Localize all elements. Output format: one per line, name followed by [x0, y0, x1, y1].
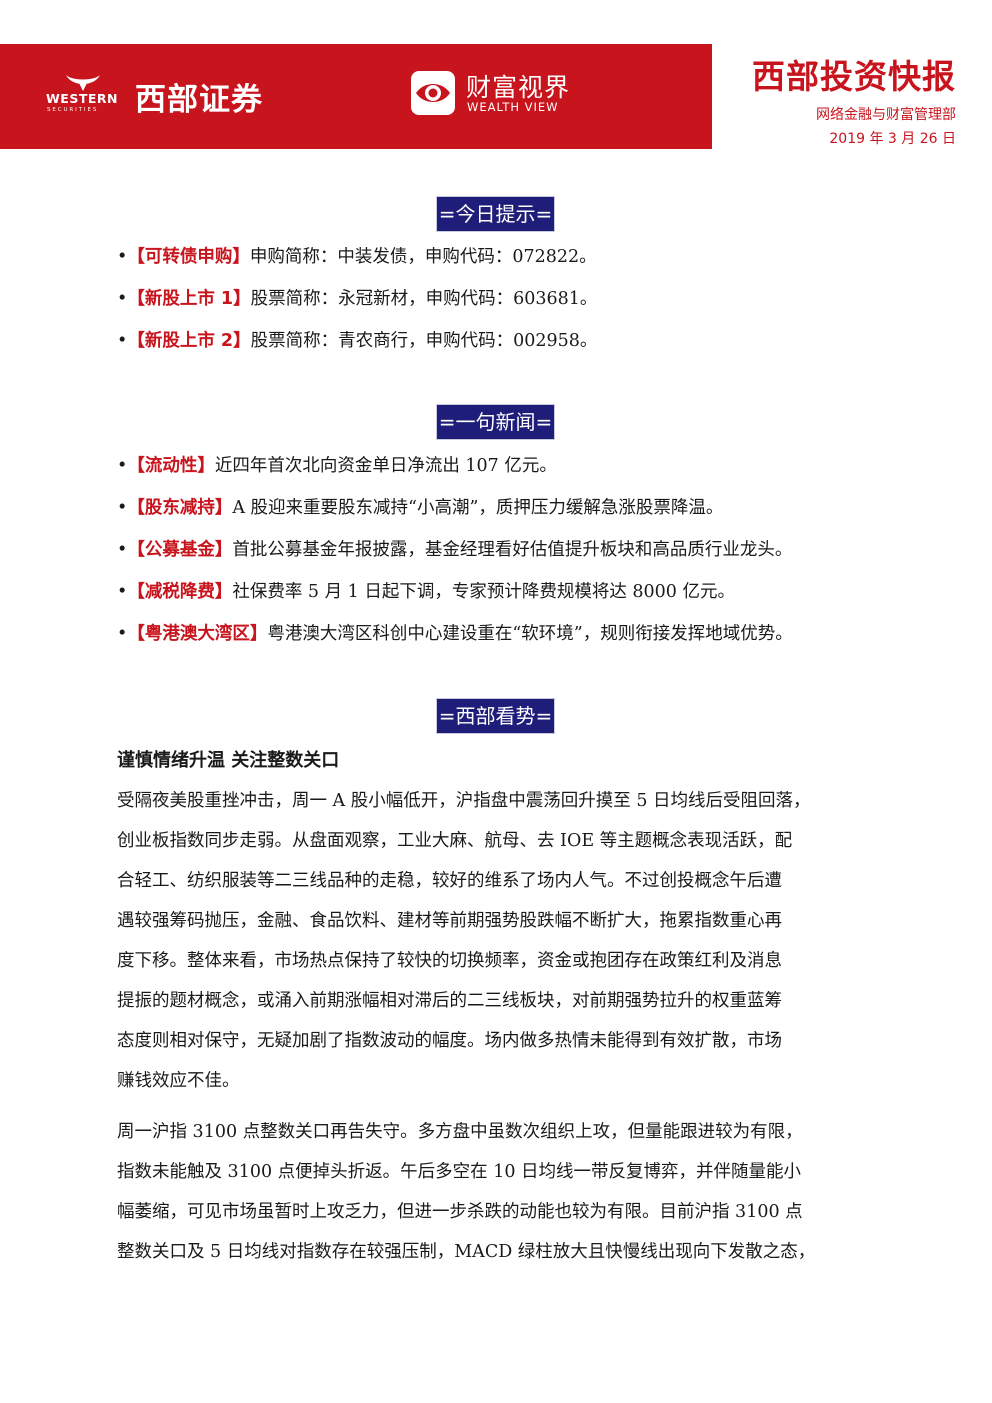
bullet: •	[117, 624, 128, 644]
bullet: •	[117, 582, 128, 602]
news-item: •【流动性】近四年首次北向资金单日净流出 107 亿元。	[117, 454, 557, 478]
today-item: •【可转债申购】申购简称：中装发债，申购代码：072822。	[117, 245, 597, 269]
bullet: •	[117, 247, 128, 267]
news-item: •【股东减持】A 股迎来重要股东减持“小高潮”，质押压力缓解急涨股票降温。	[117, 496, 723, 520]
item-tag: 【新股上市 2】	[127, 331, 251, 351]
wealth-view-subtitle: WEALTH VIEW	[467, 100, 559, 114]
bullet: •	[117, 498, 128, 518]
paragraph-line: 赚钱效应不佳。	[117, 1071, 240, 1091]
item-text: 社保费率 5 月 1 日起下调，专家预计降费规模将达 8000 亿元。	[232, 582, 736, 602]
item-text: A 股迎来重要股东减持“小高潮”，质押压力缓解急涨股票降温。	[232, 498, 724, 518]
header-banner: WESTERN SECURITIES 西部证券 财富视界 WEALTH VIEW	[0, 44, 712, 149]
news-item: •【公募基金】首批公募基金年报披露，基金经理看好估值提升板块和高品质行业龙头。	[117, 538, 792, 562]
item-tag: 【可转债申购】	[127, 247, 250, 267]
item-text: 粤港澳大湾区科创中心建设重在“软环境”，规则衔接发挥地域优势。	[267, 624, 793, 644]
outlook-headline: 谨慎情绪升温 关注整数关口	[117, 750, 340, 771]
paragraph-line: 遇较强筹码抛压，金融、食品饮料、建材等前期强势股跌幅不断扩大，拖累指数重心再	[117, 911, 782, 931]
item-tag: 【股东减持】	[127, 498, 233, 518]
paragraph-line: 度下移。整体来看，市场热点保持了较快的切换频率，资金或抱团存在政策红利及消息	[117, 951, 782, 971]
section-title-today: =今日提示=	[437, 197, 554, 231]
bullet: •	[117, 331, 128, 351]
bullet: •	[117, 289, 128, 309]
wealth-view-title: 财富视界	[466, 73, 571, 102]
paragraph-line: 态度则相对保守，无疑加剧了指数波动的幅度。场内做多热情未能得到有效扩散，市场	[117, 1031, 782, 1051]
report-date: 2019 年 3 月 26 日	[829, 131, 956, 147]
item-tag: 【公募基金】	[127, 540, 233, 560]
news-item: •【减税降费】社保费率 5 月 1 日起下调，专家预计降费规模将达 8000 亿…	[117, 580, 735, 604]
today-item: •【新股上市 1】股票简称：永冠新材，申购代码：603681。	[117, 287, 597, 311]
wealth-view-eye-icon	[411, 71, 455, 115]
paragraph-line: 整数关口及 5 日均线对指数存在较强压制，MACD 绿柱放大且快慢线出现向下发散…	[117, 1242, 816, 1262]
item-text: 申购简称：中装发债，申购代码：072822。	[249, 247, 597, 267]
item-text: 近四年首次北向资金单日净流出 107 亿元。	[214, 456, 557, 476]
paragraph-line: 合轻工、纺织服装等二三线品种的走稳，较好的维系了场内人气。不过创投概念午后遭	[117, 871, 782, 891]
paragraph-line: 周一沪指 3100 点整数关口再告失守。多方盘中虽数次组织上攻，但量能跟进较为有…	[117, 1122, 803, 1142]
news-item: •【粤港澳大湾区】粤港澳大湾区科创中心建设重在“软环境”，规则衔接发挥地域优势。	[117, 622, 793, 646]
item-tag: 【新股上市 1】	[127, 289, 251, 309]
outlook-paragraph-2: 周一沪指 3100 点整数关口再告失守。多方盘中虽数次组织上攻，但量能跟进较为有…	[117, 1112, 885, 1272]
western-securities-logo: WESTERN SECURITIES	[44, 71, 122, 121]
section-title-outlook: =西部看势=	[437, 699, 554, 733]
paragraph-line: 幅萎缩，可见市场虽暂时上攻乏力，但进一步杀跌的动能也较为有限。目前沪指 3100…	[117, 1202, 803, 1222]
western-logo-text: WESTERN	[46, 91, 118, 106]
paragraph-line: 受隔夜美股重挫冲击，周一 A 股小幅低开，沪指盘中震荡回升摸至 5 日均线后受阻…	[117, 791, 811, 811]
today-item: •【新股上市 2】股票简称：青农商行，申购代码：002958。	[117, 329, 597, 353]
section-title-news: =一句新闻=	[437, 405, 554, 439]
paragraph-line: 提振的题材概念，或涌入前期涨幅相对滞后的二三线板块，对前期强势拉升的权重蓝筹	[117, 991, 782, 1011]
outlook-paragraph-1: 受隔夜美股重挫冲击，周一 A 股小幅低开，沪指盘中震荡回升摸至 5 日均线后受阻…	[117, 781, 885, 1101]
item-tag: 【减税降费】	[127, 582, 233, 602]
paragraph-line: 指数未能触及 3100 点便掉头折返。午后多空在 10 日均线一带反复博弈，并伴…	[117, 1162, 802, 1182]
item-text: 股票简称：青农商行，申购代码：002958。	[250, 331, 598, 351]
brand-name: 西部证券	[135, 82, 263, 118]
report-title: 西部投资快报	[752, 57, 956, 96]
bullet: •	[117, 456, 128, 476]
western-logo-subtext: SECURITIES	[47, 107, 99, 113]
item-tag: 【粤港澳大湾区】	[127, 624, 268, 644]
item-tag: 【流动性】	[127, 456, 215, 476]
bullet: •	[117, 540, 128, 560]
item-text: 首批公募基金年报披露，基金经理看好估值提升板块和高品质行业龙头。	[232, 540, 793, 560]
item-text: 股票简称：永冠新材，申购代码：603681。	[250, 289, 598, 309]
bull-horn-icon	[66, 75, 100, 91]
paragraph-line: 创业板指数同步走弱。从盘面观察，工业大麻、航母、去 IOE 等主题概念表现活跃，…	[117, 831, 793, 851]
department-name: 网络金融与财富管理部	[816, 107, 956, 123]
